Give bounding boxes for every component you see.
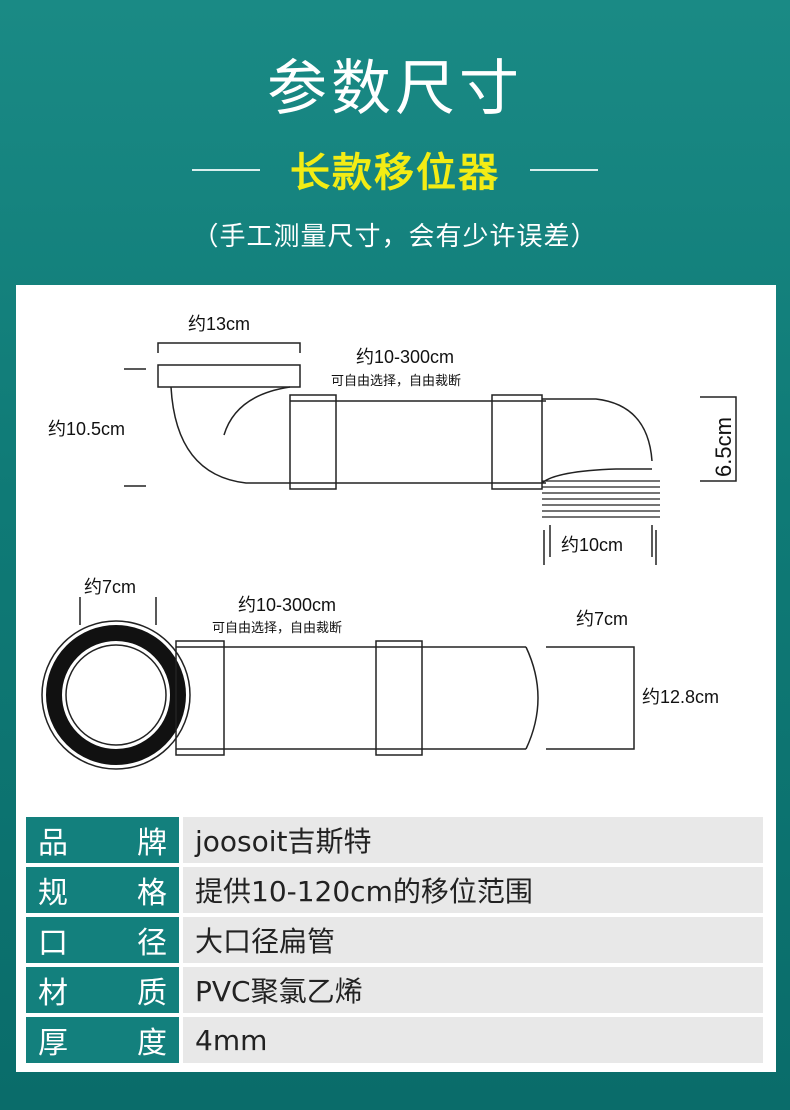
side-diameter-label: 约7cm bbox=[84, 577, 136, 597]
spec-row-brand: 品牌 joosoit吉斯特 bbox=[26, 817, 763, 863]
spec-key: 口径 bbox=[26, 917, 179, 963]
subtitle-row: 长款移位器 bbox=[0, 140, 790, 200]
spec-value: 提供10-120cm的移位范围 bbox=[183, 867, 763, 913]
spec-key-char: 规 bbox=[38, 876, 68, 911]
drain-cap bbox=[157, 364, 301, 388]
flat-end-profile bbox=[546, 646, 635, 750]
pipe-end-curve bbox=[525, 646, 539, 750]
outlet-outer-ring bbox=[41, 620, 191, 770]
spec-key-char: 度 bbox=[137, 1026, 167, 1061]
spec-key-char: 口 bbox=[38, 926, 68, 961]
elbow-inner bbox=[223, 386, 291, 436]
measurement-note: （手工测量尺寸，会有少许误差） bbox=[192, 222, 598, 252]
top-end-height-label: 6.5cm bbox=[711, 417, 736, 477]
ribbed-end bbox=[542, 480, 660, 518]
elbow-outer bbox=[170, 386, 290, 484]
side-connector-1 bbox=[175, 640, 225, 756]
spec-row-thickness: 厚度 4mm bbox=[26, 1017, 763, 1063]
diameter-dimension-line bbox=[79, 597, 157, 625]
top-width-label: 约13cm bbox=[188, 314, 250, 334]
top-view bbox=[124, 342, 737, 565]
outlet-black-gasket bbox=[46, 625, 186, 765]
top-end-width-label: 约10cm bbox=[561, 535, 623, 555]
side-end-height-label: 约12.8cm bbox=[642, 687, 719, 707]
side-view bbox=[41, 597, 635, 770]
spec-key-char: 品 bbox=[38, 826, 68, 861]
spec-key: 规格 bbox=[26, 867, 179, 913]
spec-key: 材质 bbox=[26, 967, 179, 1013]
spec-row-spec: 规格 提供10-120cm的移位范围 bbox=[26, 867, 763, 913]
right-elbow-outer bbox=[542, 398, 653, 462]
spec-key-char: 质 bbox=[137, 976, 167, 1011]
subtitle-rule-left bbox=[192, 169, 260, 171]
spec-key-char: 牌 bbox=[137, 826, 167, 861]
connector-2 bbox=[491, 394, 543, 490]
spec-value: 4mm bbox=[183, 1017, 763, 1063]
page-title: 参数尺寸 bbox=[267, 54, 523, 124]
spec-row-material: 材质 PVC聚氯乙烯 bbox=[26, 967, 763, 1013]
side-end-width-label: 约7cm bbox=[576, 609, 628, 629]
side-length-note: 可自由选择，自由裁断 bbox=[212, 620, 342, 635]
spec-value: 大口径扁管 bbox=[183, 917, 763, 963]
spec-value: joosoit吉斯特 bbox=[183, 817, 763, 863]
spec-key: 厚度 bbox=[26, 1017, 179, 1063]
subtitle: 长款移位器 bbox=[290, 150, 500, 196]
subtitle-rule-right bbox=[530, 169, 598, 171]
spec-key-char: 格 bbox=[137, 876, 167, 911]
width-dimension-line bbox=[157, 342, 301, 353]
dimension-diagram: 约13cm 约10-300cm 可自由选择，自由裁断 约10.5cm 6.5cm… bbox=[41, 314, 737, 770]
spec-row-caliber: 口径 大口径扁管 bbox=[26, 917, 763, 963]
top-height-label: 约10.5cm bbox=[48, 419, 125, 439]
spec-key-char: 径 bbox=[137, 926, 167, 961]
top-length-note: 可自由选择，自由裁断 bbox=[331, 373, 461, 388]
side-length-label: 约10-300cm bbox=[238, 595, 336, 615]
spec-key: 品牌 bbox=[26, 817, 179, 863]
spec-key-char: 厚 bbox=[38, 1026, 68, 1061]
end-height-dimension bbox=[700, 396, 737, 482]
side-connector-2 bbox=[375, 640, 423, 756]
outlet-inner-ring bbox=[65, 644, 167, 746]
connector-1 bbox=[289, 394, 337, 490]
spec-value: PVC聚氯乙烯 bbox=[183, 967, 763, 1013]
spec-panel: 约13cm 约10-300cm 可自由选择，自由裁断 约10.5cm 6.5cm… bbox=[16, 285, 776, 1072]
top-length-label: 约10-300cm bbox=[356, 347, 454, 367]
spec-table: 品牌 joosoit吉斯特 规格 提供10-120cm的移位范围 口径 大口径扁… bbox=[26, 817, 763, 1067]
spec-key-char: 材 bbox=[38, 976, 68, 1011]
